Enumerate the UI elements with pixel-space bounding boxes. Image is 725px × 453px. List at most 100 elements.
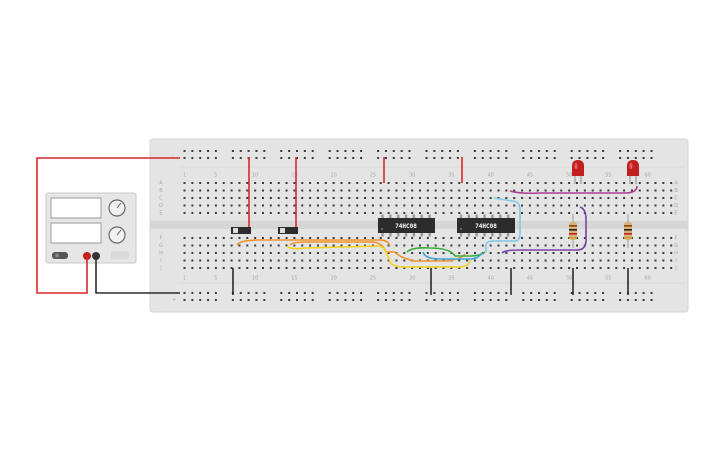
breadboard-hole[interactable] (489, 267, 492, 269)
breadboard-hole[interactable] (630, 252, 633, 254)
breadboard-hole[interactable] (505, 299, 508, 301)
breadboard-hole[interactable] (207, 204, 210, 207)
breadboard-hole[interactable] (384, 150, 387, 152)
breadboard-hole[interactable] (262, 267, 264, 269)
breadboard-hole[interactable] (646, 237, 649, 239)
breadboard-hole[interactable] (638, 197, 641, 199)
breadboard-hole[interactable] (288, 292, 291, 294)
breadboard-hole[interactable] (324, 204, 327, 207)
breadboard-hole[interactable] (623, 182, 626, 184)
breadboard-hole[interactable] (662, 267, 665, 269)
breadboard-hole[interactable] (599, 197, 602, 199)
breadboard-hole[interactable] (489, 244, 492, 247)
breadboard-hole[interactable] (513, 252, 516, 254)
breadboard-hole[interactable] (607, 267, 610, 269)
breadboard-hole[interactable] (400, 292, 403, 294)
breadboard-hole[interactable] (191, 292, 194, 294)
breadboard-hole[interactable] (536, 244, 539, 247)
breadboard-hole[interactable] (255, 150, 258, 152)
breadboard-hole[interactable] (560, 252, 563, 254)
breadboard-hole[interactable] (277, 182, 280, 184)
breadboard-hole[interactable] (207, 237, 210, 239)
breadboard-hole[interactable] (364, 189, 367, 192)
breadboard-hole[interactable] (324, 259, 327, 262)
breadboard-hole[interactable] (442, 244, 445, 247)
breadboard-hole[interactable] (553, 150, 556, 152)
breadboard-hole[interactable] (638, 182, 641, 184)
breadboard-hole[interactable] (379, 259, 382, 262)
breadboard-hole[interactable] (497, 182, 500, 184)
breadboard-hole[interactable] (521, 182, 524, 184)
breadboard-hole[interactable] (602, 299, 605, 301)
breadboard-hole[interactable] (473, 157, 476, 159)
breadboard-hole[interactable] (521, 267, 524, 269)
breadboard-hole[interactable] (568, 197, 571, 199)
breadboard-hole[interactable] (505, 267, 508, 269)
breadboard-hole[interactable] (623, 212, 626, 214)
breadboard-hole[interactable] (481, 189, 484, 192)
breadboard-hole[interactable] (473, 150, 476, 152)
breadboard-hole[interactable] (293, 259, 296, 262)
breadboard-hole[interactable] (615, 182, 618, 184)
breadboard-hole[interactable] (576, 189, 578, 192)
breadboard-hole[interactable] (615, 197, 618, 199)
breadboard-hole[interactable] (568, 267, 571, 269)
orange-wire[interactable] (236, 239, 391, 247)
breadboard-hole[interactable] (230, 237, 233, 239)
breadboard-hole[interactable] (356, 182, 359, 184)
breadboard-hole[interactable] (560, 182, 563, 184)
breadboard-hole[interactable] (207, 244, 210, 247)
breadboard-hole[interactable] (449, 299, 452, 301)
breadboard-hole[interactable] (607, 259, 610, 262)
breadboard-hole[interactable] (615, 212, 618, 214)
breadboard-hole[interactable] (583, 237, 586, 239)
breadboard-hole[interactable] (191, 197, 194, 199)
breadboard-hole[interactable] (552, 267, 555, 269)
breadboard-hole[interactable] (384, 157, 387, 159)
breadboard-hole[interactable] (591, 259, 594, 262)
breadboard-hole[interactable] (419, 182, 421, 184)
breadboard-hole[interactable] (654, 197, 657, 199)
breadboard-hole[interactable] (646, 252, 649, 254)
breadboard-hole[interactable] (449, 150, 452, 152)
breadboard-hole[interactable] (538, 299, 540, 301)
breadboard-hole[interactable] (630, 204, 633, 207)
breadboard-hole[interactable] (528, 237, 531, 239)
breadboard-hole[interactable] (199, 252, 202, 254)
breadboard-hole[interactable] (425, 299, 428, 301)
breadboard-hole[interactable] (411, 204, 414, 207)
breadboard-hole[interactable] (568, 189, 571, 192)
breadboard-hole[interactable] (456, 157, 459, 159)
breadboard-hole[interactable] (309, 244, 312, 247)
breadboard-hole[interactable] (254, 204, 257, 207)
breadboard-hole[interactable] (408, 299, 411, 301)
breadboard-hole[interactable] (191, 157, 194, 159)
breadboard-hole[interactable] (489, 204, 492, 207)
breadboard-hole[interactable] (183, 189, 186, 192)
breadboard-hole[interactable] (481, 244, 484, 247)
breadboard-hole[interactable] (662, 212, 665, 214)
breadboard-hole[interactable] (285, 259, 288, 262)
breadboard-hole[interactable] (324, 267, 327, 269)
breadboard-hole[interactable] (296, 150, 298, 152)
breadboard-hole[interactable] (254, 182, 257, 184)
breadboard-hole[interactable] (392, 150, 395, 152)
breadboard-hole[interactable] (591, 197, 594, 199)
breadboard-hole[interactable] (207, 182, 210, 184)
breadboard-hole[interactable] (400, 299, 403, 301)
breadboard-hole[interactable] (387, 244, 390, 247)
breadboard-hole[interactable] (513, 244, 516, 247)
breadboard-hole[interactable] (638, 244, 641, 247)
breadboard-hole[interactable] (214, 197, 217, 199)
breadboard-hole[interactable] (238, 259, 241, 262)
breadboard-hole[interactable] (364, 267, 367, 269)
breadboard-hole[interactable] (301, 197, 304, 199)
breadboard-hole[interactable] (309, 212, 312, 214)
breadboard-hole[interactable] (521, 252, 524, 254)
breadboard-hole[interactable] (576, 204, 578, 207)
breadboard-hole[interactable] (528, 204, 531, 207)
breadboard-hole[interactable] (662, 189, 665, 192)
breadboard-hole[interactable] (552, 259, 555, 262)
breadboard-hole[interactable] (522, 157, 525, 159)
breadboard-hole[interactable] (530, 150, 533, 152)
